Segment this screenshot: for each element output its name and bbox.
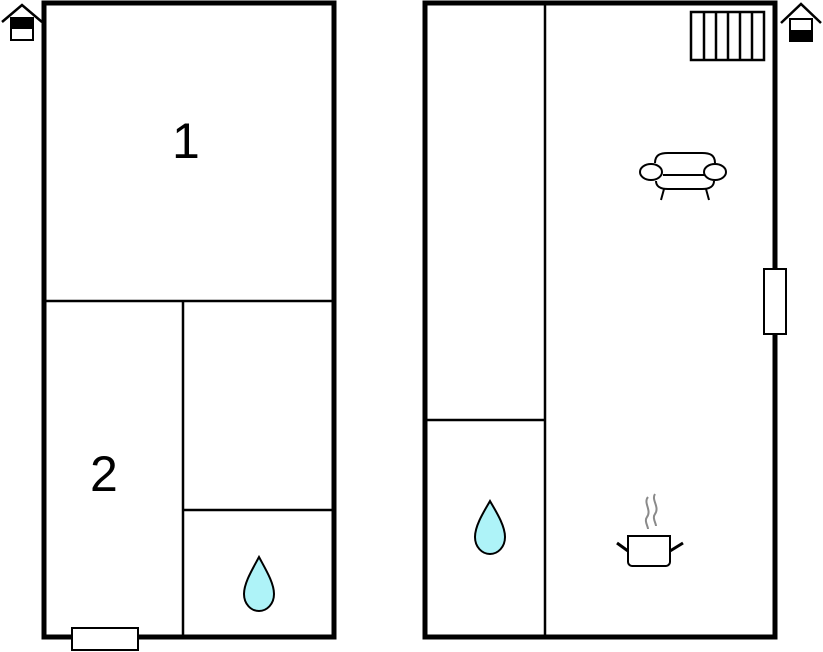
floor-right [422, 0, 822, 640]
door-window-marker [71, 627, 139, 651]
water-drop-icon [242, 554, 276, 613]
radiator-icon [689, 10, 766, 62]
entrance-house-icon [1, 3, 43, 41]
left-outer-wall [41, 0, 337, 640]
sofa-icon [639, 152, 727, 201]
water-drop-icon [473, 499, 507, 556]
floor-left: 1 2 [1, 0, 337, 651]
room-label-2: 2 [90, 446, 118, 502]
window-marker [763, 268, 787, 335]
entrance-house-icon [780, 2, 822, 42]
room-label-1: 1 [172, 113, 200, 169]
cooking-pot-icon [616, 493, 684, 567]
